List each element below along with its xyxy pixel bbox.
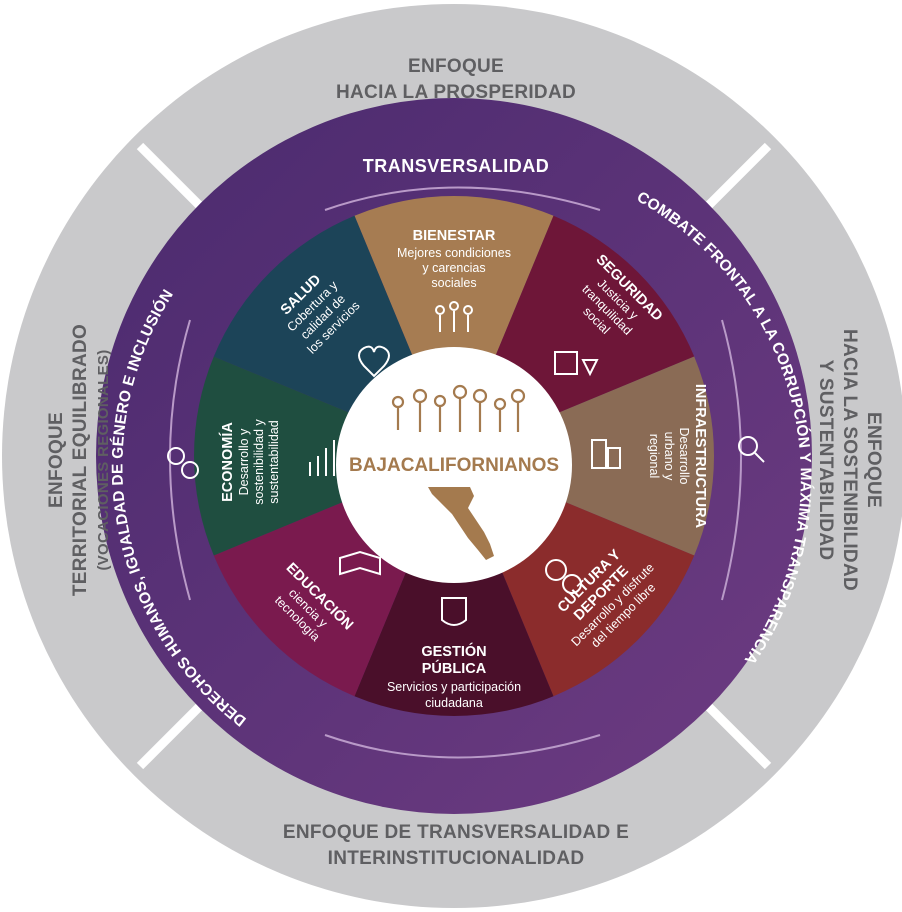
outer-right-line3: Y SUSTENTABILIDAD: [815, 360, 836, 561]
salud-heart-icon: [358, 345, 390, 378]
gestion-seal-icon: [441, 597, 467, 626]
segment-infraestructura[interactable]: [454, 356, 714, 556]
outer-bottom-line1: ENFOQUE DE TRANSVERSALIDAD E: [283, 822, 629, 843]
economia-growth-icon: [309, 440, 335, 476]
economia-sub3: sustentabilidad: [267, 420, 281, 503]
bienestar-sub3: sociales: [431, 276, 476, 290]
gestion-sub2: ciudadana: [425, 696, 483, 710]
seguridad-scales-icon: [554, 351, 599, 377]
outer-left-line3: (VOCACIONES REGIONALES): [95, 349, 112, 570]
infraestructura-content: INFRAESTRUCTURA Desarrollo urbano y regi…: [647, 384, 708, 529]
center-title: BAJACALIFORNIANOS: [349, 455, 559, 476]
ring-arrows: [169, 186, 742, 759]
outer-left-line1: ENFOQUE: [46, 412, 67, 508]
infraestructura-sub3: regional: [647, 434, 661, 478]
baja-california-map: [428, 487, 494, 560]
transparency-magnifier-icon: [738, 436, 765, 463]
outer-right-line1: ENFOQUE: [863, 412, 884, 508]
outer-top-line2: HACIA LA PROSPERIDAD: [336, 82, 576, 103]
infraestructura-sub2: urbano y: [662, 432, 676, 481]
outer-right-line2: HACIA LA SOSTENIBILIDAD: [839, 329, 860, 591]
bienestar-content: BIENESTAR Mejores condiciones y carencia…: [397, 228, 511, 332]
outer-bottom-line2: INTERINSTITUCIONALIDAD: [328, 848, 585, 869]
bienestar-people-icon: [435, 301, 473, 332]
bienestar-sub2: y carencias: [422, 261, 485, 275]
ring-top-label: TRANSVERSALIDAD: [363, 156, 550, 176]
infraestructura-sub1: Desarrollo: [677, 428, 691, 485]
educacion-book-icon: [339, 550, 381, 576]
people-icon: [391, 384, 526, 432]
economia-sub1: Desarrollo y: [237, 428, 251, 495]
segment-gestion[interactable]: [354, 456, 554, 716]
economia-content: ECONOMÍA Desarrollo y sostenibilidad y s…: [219, 419, 281, 505]
infraestructura-city-icon: [591, 439, 621, 469]
gestion-title2: PÚBLICA: [422, 659, 487, 677]
inclusion-icon: [167, 447, 199, 479]
bienestar-title: BIENESTAR: [413, 228, 496, 244]
outer-top-line1: ENFOQUE: [408, 56, 504, 77]
gestion-content: GESTIÓN PÚBLICA Servicios y participació…: [387, 597, 521, 710]
outer-left-line2: TERRITORIAL EQUILIBRADO: [70, 324, 91, 596]
economia-title: ECONOMÍA: [219, 422, 236, 502]
cultura-masks-icon: [545, 559, 582, 594]
gestion-title1: GESTIÓN: [421, 642, 486, 660]
bienestar-sub1: Mejores condiciones: [397, 246, 511, 260]
economia-sub2: sostenibilidad y: [252, 419, 266, 505]
gestion-sub1: Servicios y participación: [387, 680, 521, 694]
infraestructura-title: INFRAESTRUCTURA: [692, 384, 708, 529]
segment-economia[interactable]: [194, 356, 454, 556]
